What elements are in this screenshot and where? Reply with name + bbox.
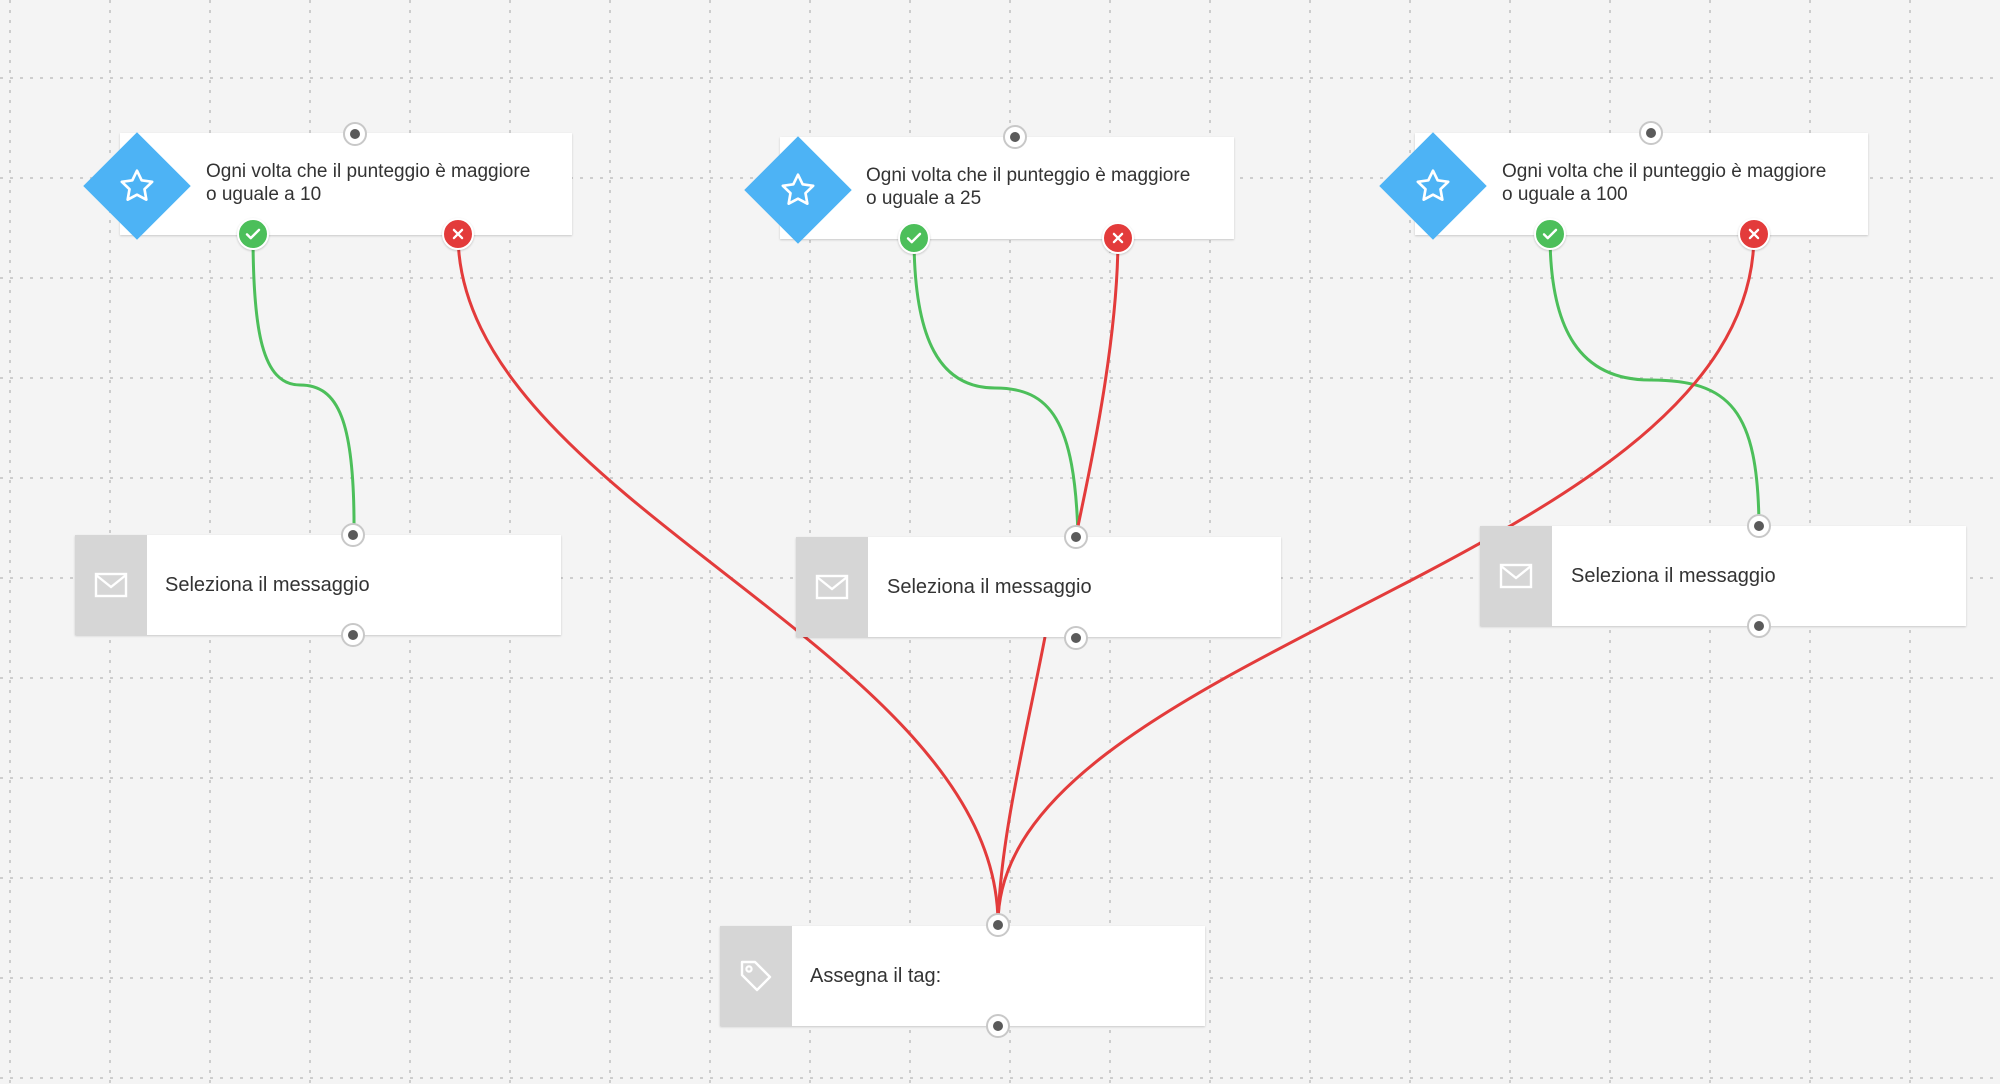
condition-line-1: Ogni volta che il punteggio è maggiore (866, 165, 1191, 186)
message-label: Seleziona il messaggio (887, 576, 1092, 598)
condition-line-2: o uguale a 25 (866, 188, 982, 209)
tag-node[interactable]: Assegna il tag: (720, 926, 1205, 1026)
message-label: Seleziona il messaggio (1571, 565, 1776, 587)
tag-icon (740, 960, 772, 992)
message-icon-box (796, 537, 868, 637)
close-icon (452, 228, 464, 240)
condition-text: Ogni volta che il punteggio è maggiore o… (206, 160, 556, 206)
close-icon (1748, 228, 1760, 240)
message-icon-box (75, 535, 147, 635)
input-port[interactable] (1639, 121, 1663, 145)
condition-node-1[interactable]: Ogni volta che il punteggio è maggiore o… (120, 133, 572, 235)
no-output-port[interactable] (1102, 222, 1134, 254)
condition-line-1: Ogni volta che il punteggio è maggiore (206, 161, 531, 182)
output-port[interactable] (341, 623, 365, 647)
condition-node-2[interactable]: Ogni volta che il punteggio è maggiore o… (780, 137, 1234, 239)
condition-line-2: o uguale a 10 (206, 184, 322, 205)
message-icon-box (1480, 526, 1552, 626)
input-port[interactable] (341, 523, 365, 547)
envelope-icon (94, 572, 128, 598)
envelope-icon (815, 574, 849, 600)
tag-label: Assegna il tag: (810, 965, 942, 987)
message-node-2[interactable]: Seleziona il messaggio (796, 537, 1281, 637)
output-port[interactable] (986, 1014, 1010, 1038)
condition-node-3[interactable]: Ogni volta che il punteggio è maggiore o… (1415, 133, 1868, 235)
input-port[interactable] (986, 913, 1010, 937)
no-output-port[interactable] (1738, 218, 1770, 250)
message-node-1[interactable]: Seleziona il messaggio (75, 535, 561, 635)
input-port[interactable] (1064, 525, 1088, 549)
condition-text: Ogni volta che il punteggio è maggiore o… (1502, 160, 1852, 206)
yes-output-port[interactable] (898, 222, 930, 254)
output-port[interactable] (1064, 626, 1088, 650)
star-icon (84, 133, 190, 239)
tag-icon-box (720, 926, 792, 1026)
input-port[interactable] (343, 122, 367, 146)
yes-output-port[interactable] (1534, 218, 1566, 250)
input-port[interactable] (1003, 125, 1027, 149)
check-icon (1542, 228, 1558, 240)
condition-line-1: Ogni volta che il punteggio è maggiore (1502, 161, 1827, 182)
input-port[interactable] (1747, 514, 1771, 538)
star-icon (745, 137, 851, 243)
close-icon (1112, 232, 1124, 244)
message-node-3[interactable]: Seleziona il messaggio (1480, 526, 1966, 626)
check-icon (245, 228, 261, 240)
no-output-port[interactable] (442, 218, 474, 250)
condition-text: Ogni volta che il punteggio è maggiore o… (866, 164, 1216, 210)
condition-line-2: o uguale a 100 (1502, 184, 1628, 205)
check-icon (906, 232, 922, 244)
star-icon (1380, 133, 1486, 239)
yes-output-port[interactable] (237, 218, 269, 250)
output-port[interactable] (1747, 614, 1771, 638)
message-label: Seleziona il messaggio (165, 574, 370, 596)
envelope-icon (1499, 563, 1533, 589)
